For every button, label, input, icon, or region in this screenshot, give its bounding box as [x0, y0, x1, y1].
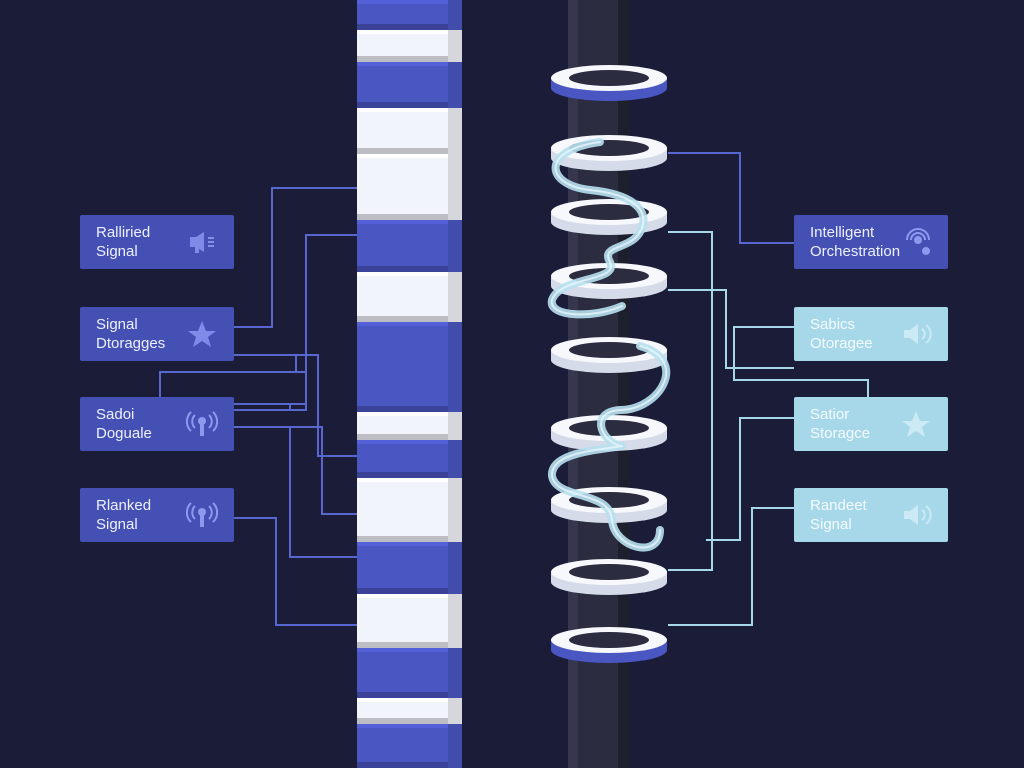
- connector-line: [234, 234, 357, 411]
- card-label-line1: Sadoi: [96, 406, 135, 423]
- card-label-line1: Satior: [810, 406, 850, 423]
- sensor-icon: [906, 228, 930, 255]
- connector-line: [668, 289, 794, 369]
- connector-lines: [159, 152, 869, 626]
- block-blue: [357, 62, 462, 108]
- connector-line: [234, 354, 307, 411]
- block-blue: [357, 322, 462, 412]
- card-label-line1: Randeet: [810, 497, 867, 514]
- connector-line: [668, 152, 794, 244]
- block-white: [357, 478, 462, 542]
- connector-line: [234, 354, 357, 457]
- broadcast-icon: [186, 411, 218, 436]
- card-label-line2: Dtoragges: [96, 335, 166, 352]
- ring: [551, 135, 667, 171]
- block-blue: [357, 648, 462, 698]
- block-blue: [357, 0, 462, 30]
- card-label-line2: Storagce: [810, 425, 871, 442]
- ring: [551, 559, 667, 595]
- star-icon: [902, 411, 930, 437]
- connector-line: [668, 507, 794, 626]
- block-blue: [357, 542, 462, 594]
- ring: [551, 199, 667, 235]
- block-white: [357, 108, 462, 154]
- block-white: [357, 412, 462, 440]
- card-label-line2: Signal: [96, 516, 138, 533]
- block-blue: [357, 220, 462, 272]
- speaker-icon: [904, 505, 932, 525]
- ring-pole: [547, 0, 671, 768]
- connector-line: [234, 517, 357, 626]
- ring: [551, 65, 667, 101]
- card-label-line2: Signal: [96, 243, 138, 260]
- speaker-icon: [904, 324, 932, 344]
- card-label-line1: Rlanked: [96, 497, 152, 514]
- connector-line: [668, 231, 713, 571]
- card-label-line2: Signal: [810, 516, 852, 533]
- connector-line: [234, 426, 357, 558]
- broadcast-icon: [186, 502, 218, 527]
- card-label-line1: Intelligent: [810, 224, 875, 241]
- block-white: [357, 154, 462, 220]
- card-label-line1: Ralliried: [96, 224, 151, 241]
- block-white: [357, 594, 462, 648]
- connector-line: [234, 426, 357, 515]
- block-column: [357, 0, 462, 768]
- megaphone-icon: [190, 232, 214, 253]
- block-white: [357, 272, 462, 322]
- card-label-line2: Orchestration: [810, 243, 901, 260]
- tube-highlight: [550, 141, 668, 549]
- connector-line: [733, 326, 869, 398]
- block-white: [357, 30, 462, 62]
- connector-line: [706, 417, 794, 541]
- star-icon: [188, 321, 216, 347]
- block-blue: [357, 724, 462, 768]
- ring: [551, 337, 667, 373]
- card-label-line1: Signal: [96, 316, 138, 333]
- ring: [551, 627, 667, 663]
- card-label-line2: Otoragee: [810, 335, 873, 352]
- card-label-line1: Sabics: [810, 316, 856, 333]
- connector-line: [234, 187, 357, 328]
- block-blue: [357, 440, 462, 478]
- block-white: [357, 698, 462, 724]
- card-label-line2: Doguale: [96, 425, 152, 442]
